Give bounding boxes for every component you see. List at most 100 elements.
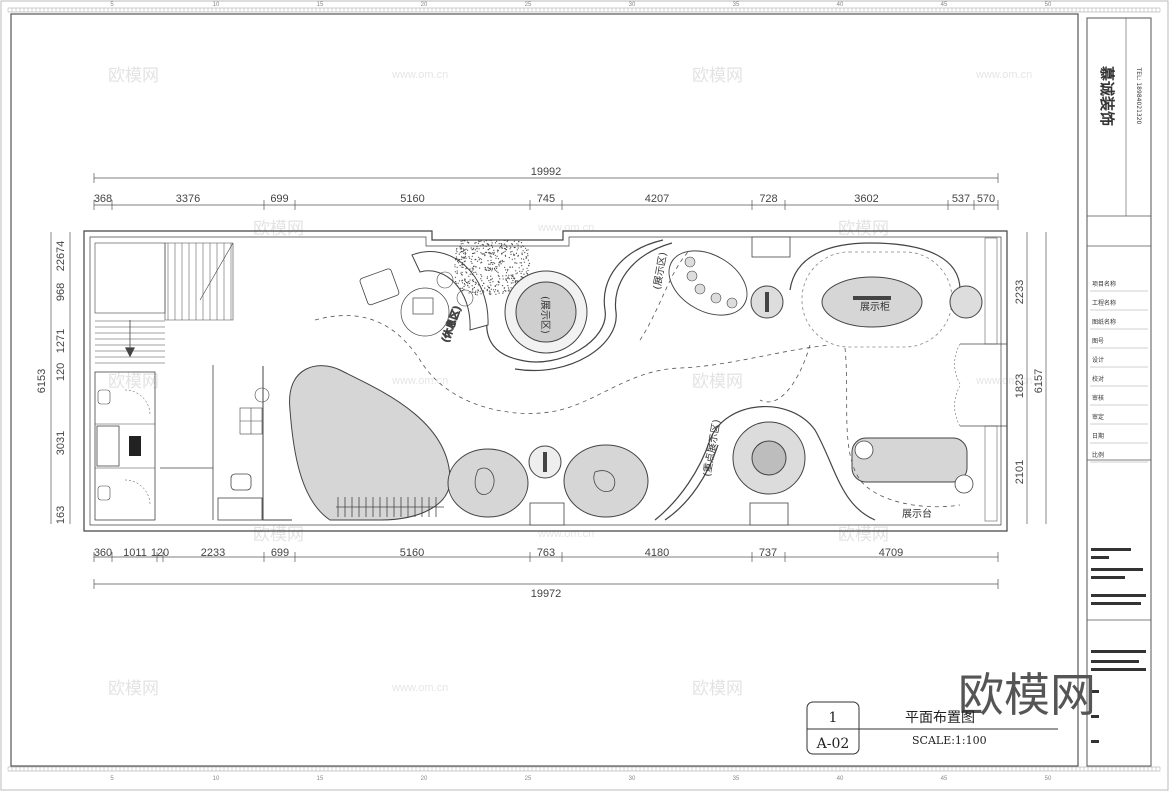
plant-dot (504, 266, 506, 268)
plant-dot (472, 280, 475, 283)
plant-dot (501, 253, 503, 255)
plant-dot (496, 284, 498, 286)
plant-dot (524, 252, 526, 254)
plant-dot (486, 276, 488, 278)
plant-dot (502, 278, 504, 280)
plant-dot (502, 275, 504, 277)
plant-dot (487, 269, 489, 271)
plant-dot (454, 276, 457, 278)
plant-dot (461, 266, 463, 268)
plant-dot (462, 257, 465, 259)
drawing-scale: SCALE:1:100 (912, 734, 987, 747)
plant-dot (469, 257, 471, 259)
title-block-bar (1091, 660, 1139, 663)
plant-dot (491, 242, 493, 244)
plant-dot (503, 243, 505, 245)
plant-dot (508, 289, 510, 291)
plant-dot (516, 262, 518, 264)
plant-dot (510, 251, 512, 253)
plant-dot (521, 265, 523, 267)
dim-top-label: 728 (759, 193, 777, 205)
plant-dot (500, 247, 503, 249)
plant-dot (465, 248, 467, 250)
plant-dot (483, 241, 485, 243)
plant-dot (481, 244, 483, 246)
dim-bottom-label: 4709 (879, 547, 903, 559)
plant-texture (454, 239, 531, 296)
plant-dot (466, 272, 468, 274)
dim-left-label: 163 (55, 506, 67, 524)
title-block-label: 审核 (1092, 394, 1104, 402)
plant-dot (520, 276, 522, 278)
plant-dot (465, 271, 467, 273)
plant-dot (516, 243, 518, 245)
plant-dot (483, 282, 485, 284)
plant-dot (470, 261, 472, 263)
plant-dot (489, 282, 491, 284)
plant-dot (512, 277, 515, 279)
plant-dot (480, 240, 482, 242)
plant-dot (496, 267, 498, 269)
plant-dot (488, 252, 490, 254)
watermark-url: www.om.cn (391, 69, 448, 81)
plant-dot (467, 283, 469, 285)
ruler-label: 45 (941, 2, 948, 8)
plant-dot (456, 247, 458, 250)
plant-dot (513, 253, 515, 255)
plant-dot (510, 282, 512, 284)
drawing-stamp: 1 A-02 平面布置图 SCALE:1:100 (806, 701, 1058, 755)
plant-dot (518, 241, 520, 243)
plant-dot (481, 275, 483, 277)
plant-dot (466, 239, 469, 241)
plant-dot (462, 290, 464, 292)
watermark-logo: 欧模网 (108, 372, 159, 392)
display-zone-1: (展示区) (651, 250, 784, 319)
plant-dot (507, 287, 510, 289)
plant-dot (474, 252, 476, 254)
title-block-bar (1091, 576, 1125, 579)
plant-dot (468, 292, 470, 294)
plant-dot (507, 290, 509, 292)
plant-dot (481, 261, 483, 263)
plant-dot (491, 268, 493, 270)
plant-dot (483, 253, 485, 255)
plant-dot (480, 293, 482, 295)
zone-label-center: (展示区) (539, 296, 551, 334)
plant-dot (503, 247, 505, 250)
plant-dot (511, 277, 513, 279)
ruler-label: 30 (629, 776, 636, 782)
plant-dot (486, 289, 488, 291)
watermark-logo: 欧模网 (692, 372, 743, 392)
plant-dot (494, 254, 496, 256)
plant-dot (464, 251, 466, 253)
plant-dot (516, 272, 518, 274)
watermark-url: www.om.cn (391, 682, 448, 694)
title-block-bar (1091, 690, 1099, 693)
plant-dot (501, 252, 503, 254)
plant-dot (454, 271, 456, 273)
plant-dot (461, 282, 463, 284)
dim-left-label: 968 (55, 283, 67, 301)
plant-dot (505, 269, 507, 271)
plant-dot (470, 247, 472, 249)
dim-top-label: 537 (952, 193, 970, 205)
plant-dot (479, 240, 481, 243)
plant-dot (511, 244, 513, 246)
top-dimension-chain (93, 173, 999, 210)
plant-dot (521, 245, 524, 247)
plant-dot (468, 275, 470, 277)
plant-dot (498, 262, 500, 264)
plant-dot (517, 254, 519, 256)
plant-dot (517, 280, 519, 282)
watermark-logo: 欧模网 (253, 525, 304, 545)
plant-dot (484, 245, 486, 247)
plant-dot (489, 268, 491, 271)
plant-dot (490, 245, 492, 247)
plant-dot (485, 251, 488, 253)
plant-dot (502, 285, 504, 287)
plant-dot (458, 258, 460, 260)
plant-dot (475, 258, 477, 260)
plant-dot (482, 290, 484, 292)
plant-dot (459, 246, 461, 248)
